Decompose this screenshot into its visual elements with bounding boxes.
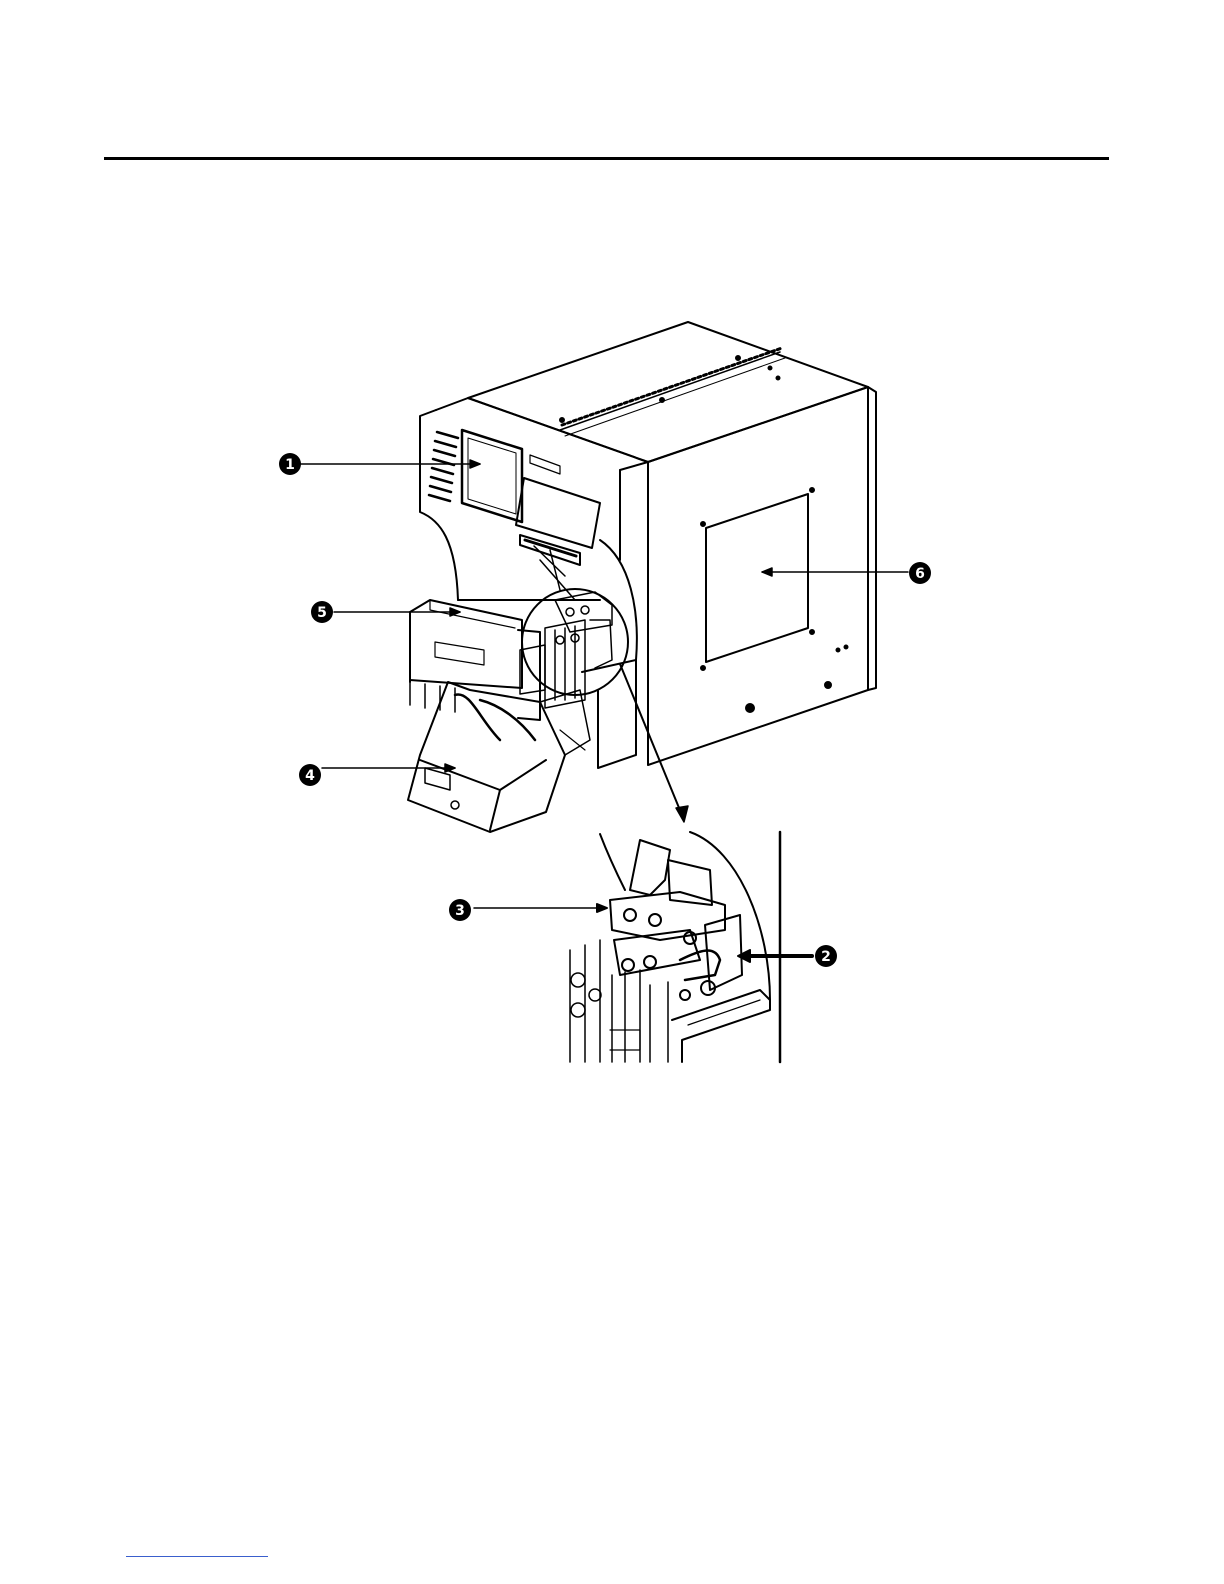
callout-4-label: 4 — [305, 768, 315, 784]
callout-5: 5 — [311, 601, 333, 623]
callout-2: 2 — [815, 945, 837, 967]
callout-1-label: 1 — [285, 457, 295, 473]
callout-1: 1 — [279, 453, 301, 475]
footnote-rule — [126, 1556, 268, 1557]
callout-2-label: 2 — [821, 949, 831, 965]
callout-3-label: 3 — [455, 903, 465, 919]
callout-6: 6 — [909, 562, 931, 584]
print-head-cover — [516, 478, 600, 600]
mechanism-detail-small — [520, 589, 628, 708]
callout-4: 4 — [299, 764, 321, 786]
leader-lines — [300, 460, 908, 822]
callout-5-label: 5 — [317, 605, 327, 621]
display-screen — [462, 430, 560, 522]
zoomed-mechanism-detail — [570, 832, 780, 1062]
side-access-panel — [701, 488, 848, 712]
vent-slots — [429, 432, 458, 501]
callout-6-label: 6 — [915, 566, 925, 582]
callout-3: 3 — [449, 899, 471, 921]
